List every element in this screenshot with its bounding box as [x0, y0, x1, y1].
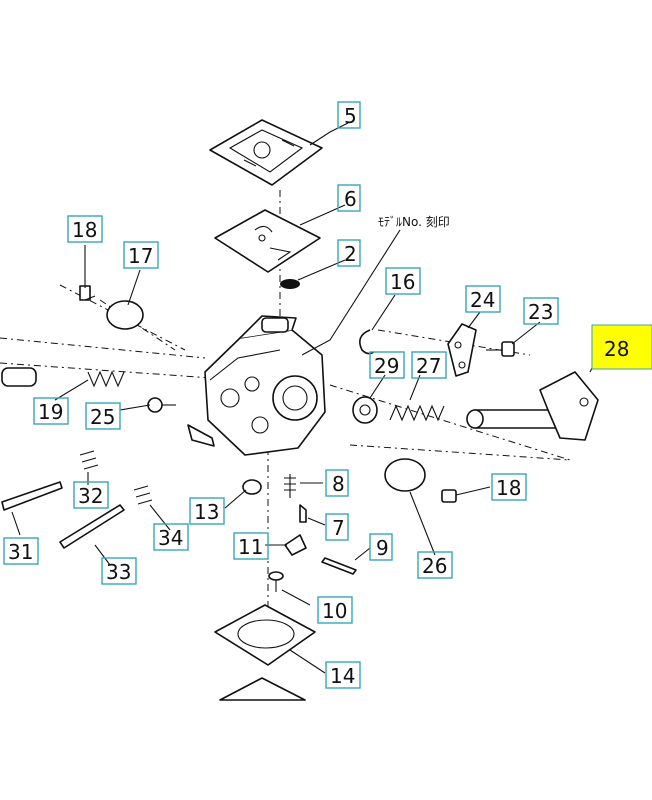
svg-text:10: 10 — [322, 599, 347, 623]
svg-text:31: 31 — [8, 540, 33, 564]
svg-text:18: 18 — [496, 476, 521, 500]
callout-8: 8 — [325, 469, 349, 497]
svg-text:8: 8 — [332, 472, 345, 496]
part-23-screw — [486, 341, 515, 357]
part-11-metering-lever — [284, 534, 307, 556]
svg-text:25: 25 — [90, 405, 115, 429]
callout-32: 32 — [73, 481, 109, 509]
svg-text:23: 23 — [528, 300, 553, 324]
svg-text:24: 24 — [470, 288, 495, 312]
part-5-gasket — [209, 119, 323, 186]
part-9-pin — [321, 557, 357, 575]
part-33-needle — [59, 504, 125, 549]
svg-text:29: 29 — [374, 354, 399, 378]
svg-text:18: 18 — [72, 218, 97, 242]
part-27-spring — [389, 404, 445, 422]
svg-text:33: 33 — [106, 560, 131, 584]
part-2-ring — [280, 279, 300, 289]
lower-cover — [219, 677, 306, 701]
part-25-screw — [147, 397, 176, 413]
svg-text:13: 13 — [194, 500, 219, 524]
callout-7: 7 — [325, 513, 349, 541]
callout-24: 24 — [465, 285, 501, 313]
callout-33: 33 — [101, 557, 137, 585]
part-14-gasket — [214, 604, 316, 666]
svg-text:26: 26 — [422, 554, 447, 578]
svg-text:32: 32 — [78, 484, 103, 508]
part-8-spring — [284, 474, 296, 498]
part-34-spring — [133, 485, 153, 505]
svg-text:28: 28 — [604, 337, 629, 361]
svg-text:9: 9 — [376, 536, 389, 560]
callout-17: 17 — [123, 241, 159, 269]
callout-34: 34 — [153, 523, 189, 551]
model-stamp-note: ﾓﾃﾞﾙNo. 刻印 — [378, 215, 450, 229]
callout-19: 19 — [33, 397, 69, 425]
svg-text:19: 19 — [38, 400, 63, 424]
callout-29: 29 — [369, 351, 405, 379]
callout-28-highlighted: 28 — [591, 324, 652, 370]
part-6-diaphragm — [214, 209, 321, 273]
part-29-washer — [352, 396, 378, 424]
callout-14: 14 — [325, 661, 361, 689]
svg-text:5: 5 — [344, 104, 357, 128]
callout-31: 31 — [3, 537, 39, 565]
part-24-lever — [447, 323, 477, 377]
callout-2: 2 — [337, 239, 361, 267]
part-17-screen — [106, 300, 144, 330]
part-18-screw-lower — [441, 489, 457, 503]
part-18-screw-upper — [79, 285, 96, 301]
callout-18-upper: 18 — [67, 215, 103, 243]
part-10-screw — [268, 571, 284, 592]
callout-10: 10 — [317, 596, 353, 624]
callout-18-lower: 18 — [491, 473, 527, 501]
callout-labels: 5 6 2 18 17 16 24 23 28 29 27 19 25 8 13… — [3, 101, 652, 689]
carburetor-body — [187, 315, 326, 456]
callout-25: 25 — [85, 402, 121, 430]
part-13-plug — [242, 479, 262, 495]
callout-16: 16 — [385, 267, 421, 295]
svg-text:17: 17 — [128, 244, 153, 268]
part-26-throttle-plate — [384, 458, 426, 492]
svg-text:7: 7 — [332, 516, 345, 540]
part-28-throttle-shaft — [466, 371, 599, 441]
callout-9: 9 — [369, 533, 393, 561]
callout-6: 6 — [337, 184, 361, 212]
part-16-clip — [359, 329, 375, 355]
callout-13: 13 — [189, 497, 225, 525]
part-32-spring — [79, 450, 99, 470]
callout-5: 5 — [337, 101, 361, 129]
part-7-inlet-needle — [299, 504, 307, 523]
callout-27: 27 — [411, 351, 447, 379]
part-19-spring — [1, 367, 125, 388]
svg-text:6: 6 — [344, 187, 357, 211]
callout-11: 11 — [233, 532, 269, 560]
svg-text:14: 14 — [330, 664, 355, 688]
callout-26: 26 — [417, 551, 453, 579]
part-31-needle — [1, 481, 63, 511]
svg-text:2: 2 — [344, 242, 357, 266]
callout-23: 23 — [523, 297, 559, 325]
svg-text:27: 27 — [416, 354, 441, 378]
svg-text:16: 16 — [390, 270, 415, 294]
svg-text:34: 34 — [158, 526, 183, 550]
svg-text:11: 11 — [238, 535, 263, 559]
